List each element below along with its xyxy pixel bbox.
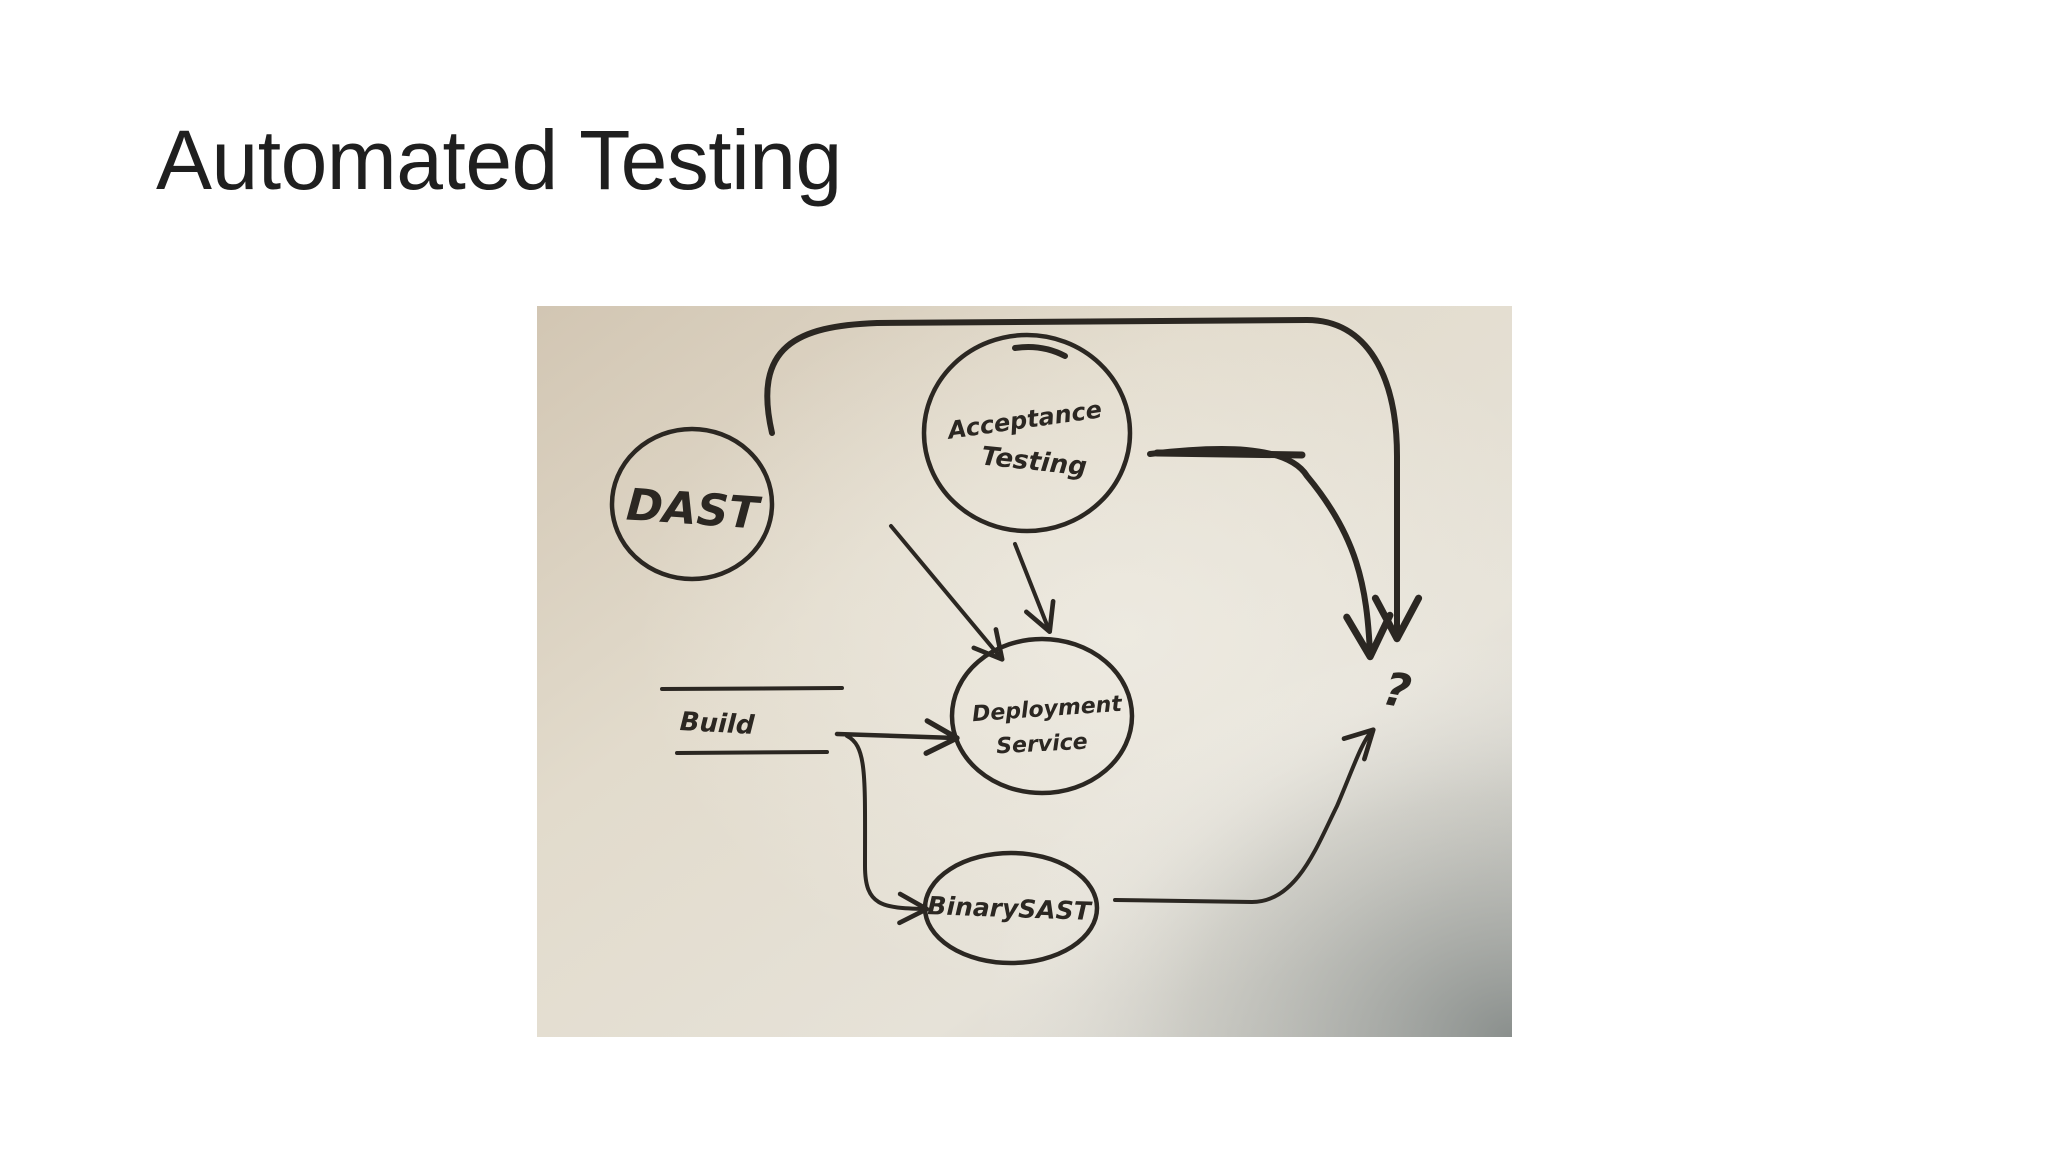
deployment-service-circle <box>949 636 1135 796</box>
build-label: Build <box>679 707 756 741</box>
build-to-deployment-arrow <box>834 718 960 756</box>
acceptance-testing-circle <box>921 332 1133 534</box>
slide-title: Automated Testing <box>156 113 842 207</box>
dast-circle <box>609 426 775 582</box>
acceptance-to-unknown-arrow <box>1147 446 1394 661</box>
dast-to-unknown-arrow <box>764 317 1423 643</box>
build-bottom-line <box>675 750 829 755</box>
whiteboard-photo: DAST Acceptance Testing Build Deployment… <box>537 306 1512 1037</box>
binary-sast-label: BinarySAST <box>927 891 1093 926</box>
deployment-label-line2: Service <box>996 730 1089 760</box>
acceptance-to-deployment-arrow <box>1013 542 1056 635</box>
build-top-line <box>660 686 844 691</box>
dast-to-deployment-arrow <box>889 524 1005 662</box>
binary-sast-to-unknown-arrow <box>1113 727 1376 904</box>
build-to-binary-sast-arrow <box>845 734 930 926</box>
dast-label: DAST <box>625 479 763 539</box>
